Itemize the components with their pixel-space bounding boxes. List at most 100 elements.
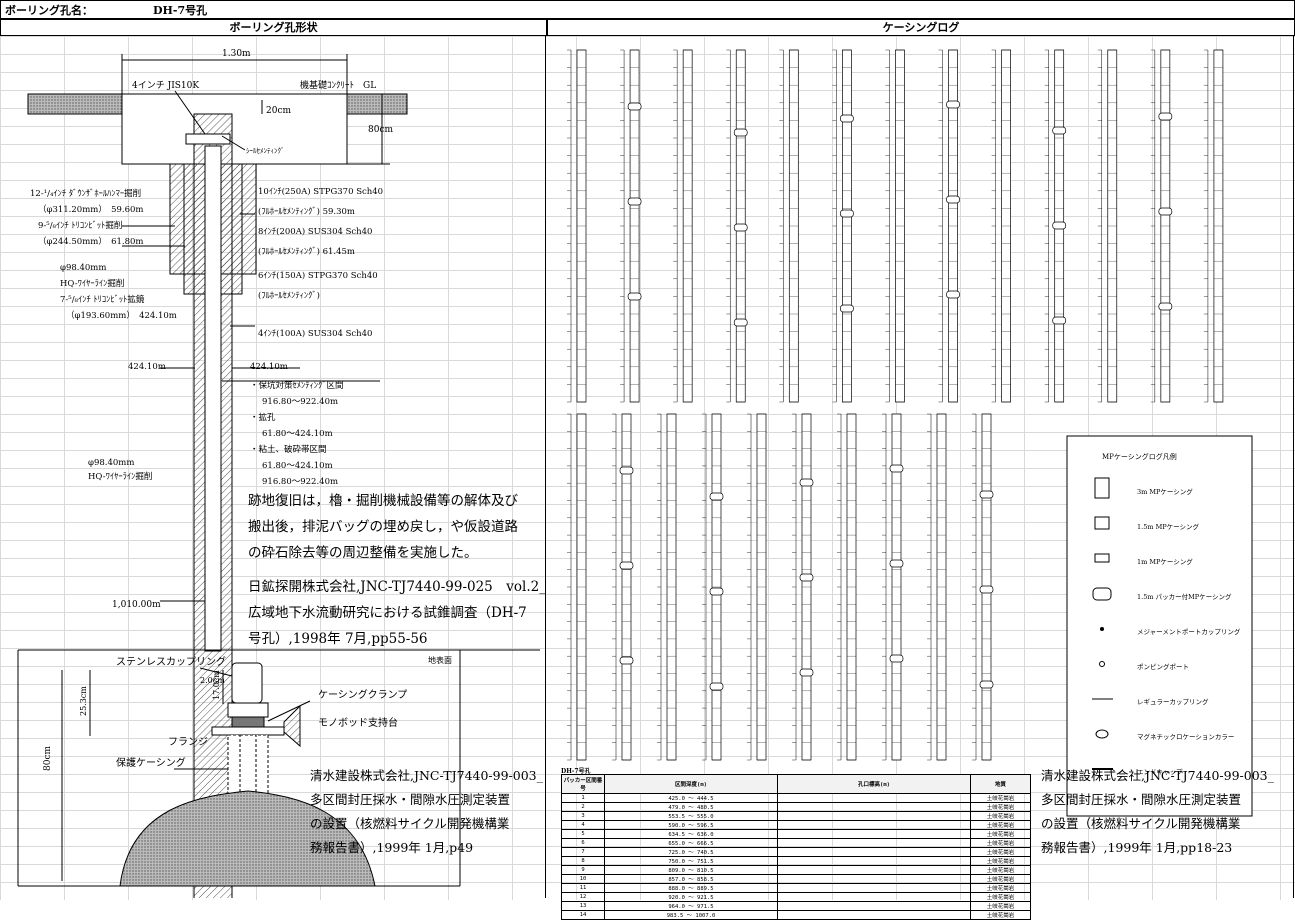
table-cell-elevation [777,892,971,902]
clamp-label: ケーシングクランプ [318,688,407,701]
table-cell: 479.0 ～ 480.5 [604,802,778,812]
depth-right: 424.10m [250,362,288,372]
packer-marker [619,656,634,665]
legend-symbol [1095,729,1109,739]
packer-marker [733,223,748,232]
table-cell: 1 [561,793,605,803]
dim-80cm: 80cm [368,125,393,135]
dim-20cm: 20cm [266,106,291,116]
packer-marker [709,587,724,596]
zone-notes: ・保坑対策ｾﾒﾝﾃｨﾝｸﾞ区間 916.80～922.40m ・拡孔 61.80… [250,381,344,487]
table-cell: 12 [561,892,605,902]
packer-marker [946,290,960,299]
packer-marker [1052,221,1067,230]
coupling-label: ステンレスカップリング [116,655,226,668]
flange [211,726,285,736]
foundation-pit [121,93,348,165]
table-cell: 土岐花崗岩 [970,874,1031,884]
packer-marker [979,490,994,499]
legend-item-label: エンドキャップ [1137,768,1183,776]
table-cell: 8 [561,856,605,866]
casing-log-svg [567,49,1253,817]
restoration-note: 跡地復旧は，櫓・掘削機械設備等の解体及び 搬出後，排泥バッグの埋め戻し，や仮設道… [248,493,518,561]
detail-dim-80cm: 80cm [43,746,53,771]
table-cell: 土岐花崗岩 [970,847,1031,857]
packer-marker [709,492,724,501]
drilling-notes: 12-¹/₄ｲﾝﾁ ﾀﾞｳﾝｻﾞﾎｰﾙﾊﾝﾏｰ掘削 （φ311.20mm） 59… [30,189,177,321]
casing-log-panel: MPケーシングログ凡例 3m MPケーシング 1.5m MPケーシング 1m MPケ… [547,36,1294,920]
packer-marker [840,304,854,313]
th-depth: 区間深度(m) [604,774,778,794]
borehole-diagram: 1.30m 80cm 20cm 4インチ JIS10K 機基礎ｺﾝｸﾘｰﾄ GL… [17,49,540,920]
table-cell: 土岐花崗岩 [970,820,1031,830]
ground-surface-label: 地表面 [428,655,452,665]
table-cell-elevation [777,793,971,803]
table-cell-elevation [777,865,971,875]
packer-marker [1052,126,1067,135]
legend-box [1066,435,1253,817]
packer-marker [979,585,994,594]
packer-marker [733,318,748,327]
legend-item-label: 3m MPケーシング [1137,488,1193,496]
packer-marker [889,464,904,473]
legend-item-label: 1.5m MPケーシング [1137,523,1199,531]
borehole-name-label: ボーリング孔名： [5,4,93,17]
detail-dim-2cm: 2.0cm [200,676,225,685]
packer-marker [840,114,854,123]
table-cell: 4 [561,820,605,830]
legend-item-label: メジャーメントポートカップリング [1137,628,1241,636]
legend-item-label: 1m MPケーシング [1137,558,1193,566]
casing-flange-top [185,133,231,145]
table-cell-elevation [777,910,971,920]
legend-symbol [1094,477,1110,499]
packer-marker [709,682,724,691]
table-cell: 10 [561,874,605,884]
table-cell-elevation [777,838,971,848]
legend-symbol [1094,516,1110,530]
table-cell-elevation [777,820,971,830]
foundation-label: 機基礎ｺﾝｸﾘｰﾄ GL [300,79,376,91]
table-cell: 634.5 ～ 636.0 [604,829,778,839]
casing-clamp [231,716,265,728]
table-cell: 888.0 ～ 889.5 [604,883,778,893]
packer-marker [1158,207,1173,216]
table-cell: 725.0 ～ 740.5 [604,847,778,857]
packer-marker [799,478,814,487]
table-cell: 9 [561,865,605,875]
table-cell-elevation [777,883,971,893]
width-label: 1.30m [222,49,251,59]
table-cell: 553.5 ～ 555.0 [604,811,778,821]
casing-log-columns [567,49,1224,761]
detail-dim-17cm: 17.0cm [212,670,221,700]
legend-item-label: 1.5m パッカー付MPケーシング [1137,593,1232,601]
ground-right [346,93,408,115]
monopod-support [283,704,301,748]
table-cell-elevation [777,829,971,839]
table-cell: 土岐花崗岩 [970,811,1031,821]
table-cell: 14 [561,910,605,920]
table-cell: 土岐花崗岩 [970,901,1031,911]
th-packer: パッカー区間番号 [561,774,605,794]
table-cell-elevation [777,874,971,884]
legend-symbols [1092,477,1113,770]
concrete-mound [119,790,376,887]
legend-title: MPケーシングログ凡例 [1102,453,1177,461]
table-cell: 983.5 ～ 1007.0 [604,910,778,920]
packer-marker [799,573,814,582]
stainless-coupling [231,662,263,704]
flange-label: フランジ [168,736,208,748]
legend-symbol [1099,661,1105,667]
packer-marker [619,561,634,570]
left-panel-title: ボーリング孔形状 [0,19,547,36]
support-label: モノボッド支持台 [318,716,398,729]
casing-spec-notes: 10ｲﾝﾁ(250A) STPG370 Sch40 (ﾌﾙﾎｰﾙｾﾒﾝﾃｨﾝｸﾞ… [258,187,384,339]
